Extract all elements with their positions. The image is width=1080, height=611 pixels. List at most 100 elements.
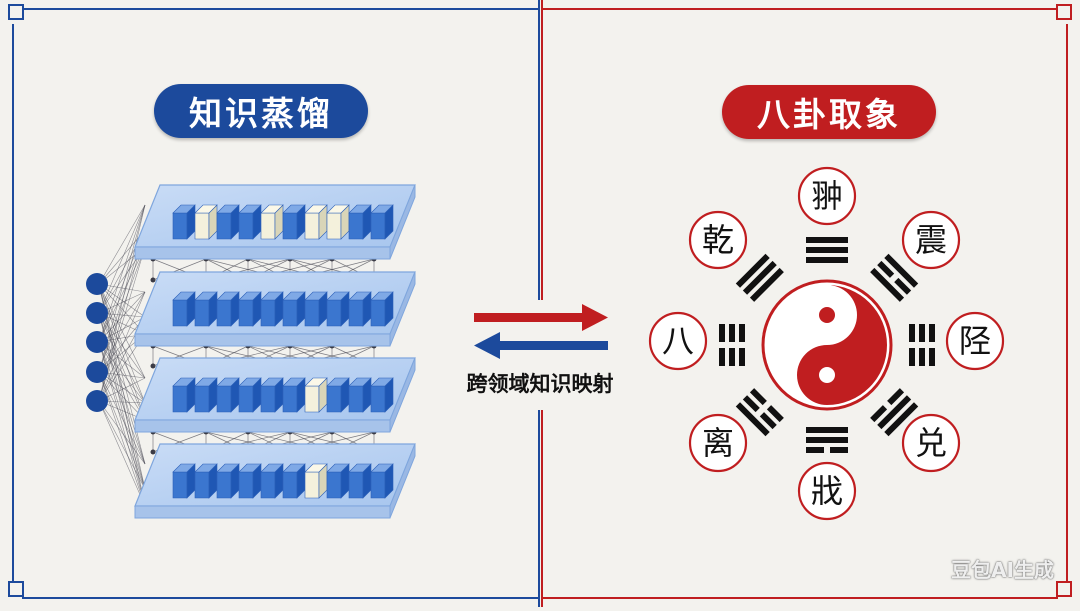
layer-block-top <box>326 291 350 301</box>
yin-line-right <box>919 348 925 366</box>
layer-block <box>238 212 254 240</box>
yin-line-left <box>766 405 784 423</box>
layer-block-top <box>194 377 218 387</box>
network-layer-2 <box>134 271 416 347</box>
layer-block <box>194 385 210 413</box>
input-connection <box>98 400 146 490</box>
yin-line-left <box>759 412 777 430</box>
layer-block <box>282 212 298 240</box>
layer-block-top <box>304 463 328 473</box>
layer-block <box>238 471 254 499</box>
arrow-right <box>474 304 608 331</box>
layer-block-top <box>194 463 218 473</box>
input-connection <box>98 371 146 421</box>
layer-block-top <box>326 377 350 387</box>
input-connection <box>98 371 146 507</box>
input-connection <box>98 291 146 402</box>
yang-line <box>884 402 919 437</box>
input-connection <box>98 312 146 404</box>
yin-line-right <box>749 388 767 406</box>
char-circle <box>688 413 748 473</box>
input-connection <box>98 291 146 343</box>
input-connection <box>98 341 146 421</box>
layer-block <box>194 212 210 240</box>
layer-block <box>194 471 210 499</box>
input-connection <box>98 400 146 465</box>
layer-block-top <box>326 463 350 473</box>
layer-block <box>282 299 298 327</box>
yang-line <box>806 247 848 253</box>
layer-block <box>304 471 320 499</box>
bagua-char-bottom: 戕 <box>797 461 857 521</box>
char-circle <box>688 210 748 270</box>
input-connection <box>98 312 146 421</box>
bagua-char-top-left: 乾 <box>688 210 748 270</box>
layer-block <box>370 299 386 327</box>
yang-line <box>735 402 770 437</box>
yin-line-right <box>742 395 760 413</box>
yin-line-right <box>729 324 735 342</box>
layer-block <box>216 385 232 413</box>
layer-block-top <box>260 377 284 387</box>
layer-block <box>260 385 276 413</box>
layer-block <box>370 385 386 413</box>
yang-line <box>870 267 905 302</box>
input-node <box>86 331 108 353</box>
layer-block <box>260 212 276 240</box>
yang-line <box>806 257 848 263</box>
layer-block <box>282 471 298 499</box>
yin-line-left <box>739 348 745 366</box>
yang-line <box>884 253 919 288</box>
char-label: 八 <box>662 322 694 360</box>
layer-block-top <box>326 204 350 214</box>
char-circle <box>945 311 1005 371</box>
arrow-left <box>474 332 608 359</box>
yin-line-right <box>894 277 912 295</box>
layer-block <box>216 212 232 240</box>
layer-block-top <box>216 291 240 301</box>
input-connection <box>98 283 146 404</box>
input-node <box>86 273 108 295</box>
input-connection <box>98 371 146 490</box>
char-circle <box>901 413 961 473</box>
layer-block <box>304 385 320 413</box>
yin-line-right <box>806 447 824 453</box>
layer-block-top <box>238 377 262 387</box>
bagua-char-bottom-right: 兑 <box>901 413 961 473</box>
bagua-char-right: 陉 <box>945 311 1005 371</box>
layer-block <box>348 471 364 499</box>
layer-block <box>348 212 364 240</box>
layer-plate-edge <box>134 333 391 347</box>
corner-ornament <box>1056 581 1072 597</box>
network-layer-4 <box>134 443 416 519</box>
layer-block-top <box>172 377 196 387</box>
layer-block-top <box>282 463 306 473</box>
layer-block-top <box>348 463 372 473</box>
layer-block-top <box>216 463 240 473</box>
layer-block-top <box>238 204 262 214</box>
layer-block <box>172 385 188 413</box>
yang-line <box>742 260 777 295</box>
watermark: 豆包AI生成 <box>951 558 1054 582</box>
layer-block <box>260 471 276 499</box>
layer-block <box>172 299 188 327</box>
layer-block-top <box>260 463 284 473</box>
taiji-white-dot <box>819 367 835 383</box>
input-connection <box>98 400 146 507</box>
char-circle <box>797 461 857 521</box>
layer-block <box>238 299 254 327</box>
layer-block <box>326 299 342 327</box>
layer-block <box>348 385 364 413</box>
trigram-right <box>909 324 935 366</box>
char-label: 乾 <box>702 221 734 259</box>
layer-block <box>238 385 254 413</box>
layer-block-top <box>282 291 306 301</box>
layer-block-top <box>260 204 284 214</box>
layer-block-top <box>370 463 394 473</box>
layer-block-top <box>304 204 328 214</box>
corner-ornament <box>8 4 24 20</box>
layer-block <box>194 299 210 327</box>
bagua-char-left: 八 <box>648 311 708 371</box>
yang-line <box>877 395 912 430</box>
